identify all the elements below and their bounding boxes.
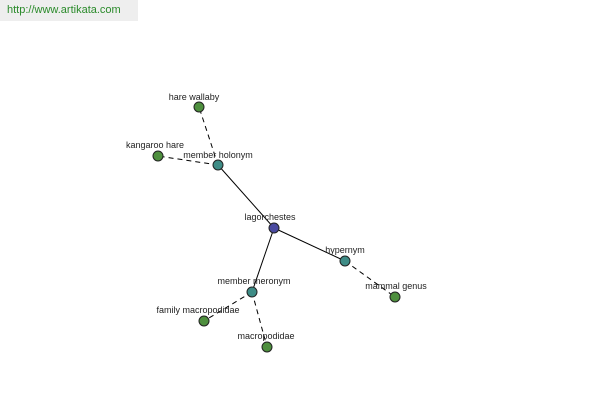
edge-member-meronym-to-family-macropodidae [203, 291, 253, 322]
node-hypernym[interactable] [339, 255, 351, 267]
node-label-member-meronym[interactable]: member meronym [217, 276, 290, 286]
node-label-hare-wallaby[interactable]: hare wallaby [169, 92, 220, 102]
edge-member-meronym-to-macropodidae [251, 291, 268, 348]
node-label-lagorchestes[interactable]: lagorchestes [244, 212, 296, 222]
node-hare-wallaby[interactable] [193, 101, 205, 113]
node-member-holonym[interactable] [212, 159, 224, 171]
node-member-meronym[interactable] [246, 286, 258, 298]
edge-member-holonym-to-hare-wallaby [198, 106, 219, 166]
node-label-hypernym[interactable]: hypernym [325, 245, 365, 255]
node-label-family-macropodidae[interactable]: family macropodidae [156, 305, 239, 315]
edge-member-holonym-to-kangaroo-hare [157, 155, 219, 166]
nodes-layer [152, 101, 401, 353]
edge-lagorchestes-to-member-meronym [251, 227, 275, 293]
edges-layer [157, 106, 396, 348]
node-family-macropodidae[interactable] [198, 315, 210, 327]
url-bar: http://www.artikata.com [0, 0, 138, 21]
edge-lagorchestes-to-member-holonym [217, 164, 275, 229]
node-kangaroo-hare[interactable] [152, 150, 164, 162]
labels-layer: lagorchestes member holonym hypernym member… [126, 92, 427, 341]
node-label-kangaroo-hare[interactable]: kangaroo hare [126, 140, 184, 150]
node-label-macropodidae[interactable]: macropodidae [237, 331, 294, 341]
node-lagorchestes[interactable] [268, 222, 280, 234]
node-label-member-holonym[interactable]: member holonym [183, 150, 253, 160]
edge-lagorchestes-to-hypernym [273, 227, 346, 262]
node-mammal-genus[interactable] [389, 291, 401, 303]
node-macropodidae[interactable] [261, 341, 273, 353]
edge-hypernym-to-mammal-genus [344, 260, 396, 298]
site-url-link[interactable]: http://www.artikata.com [7, 4, 121, 16]
node-label-mammal-genus[interactable]: mammal genus [365, 281, 427, 291]
